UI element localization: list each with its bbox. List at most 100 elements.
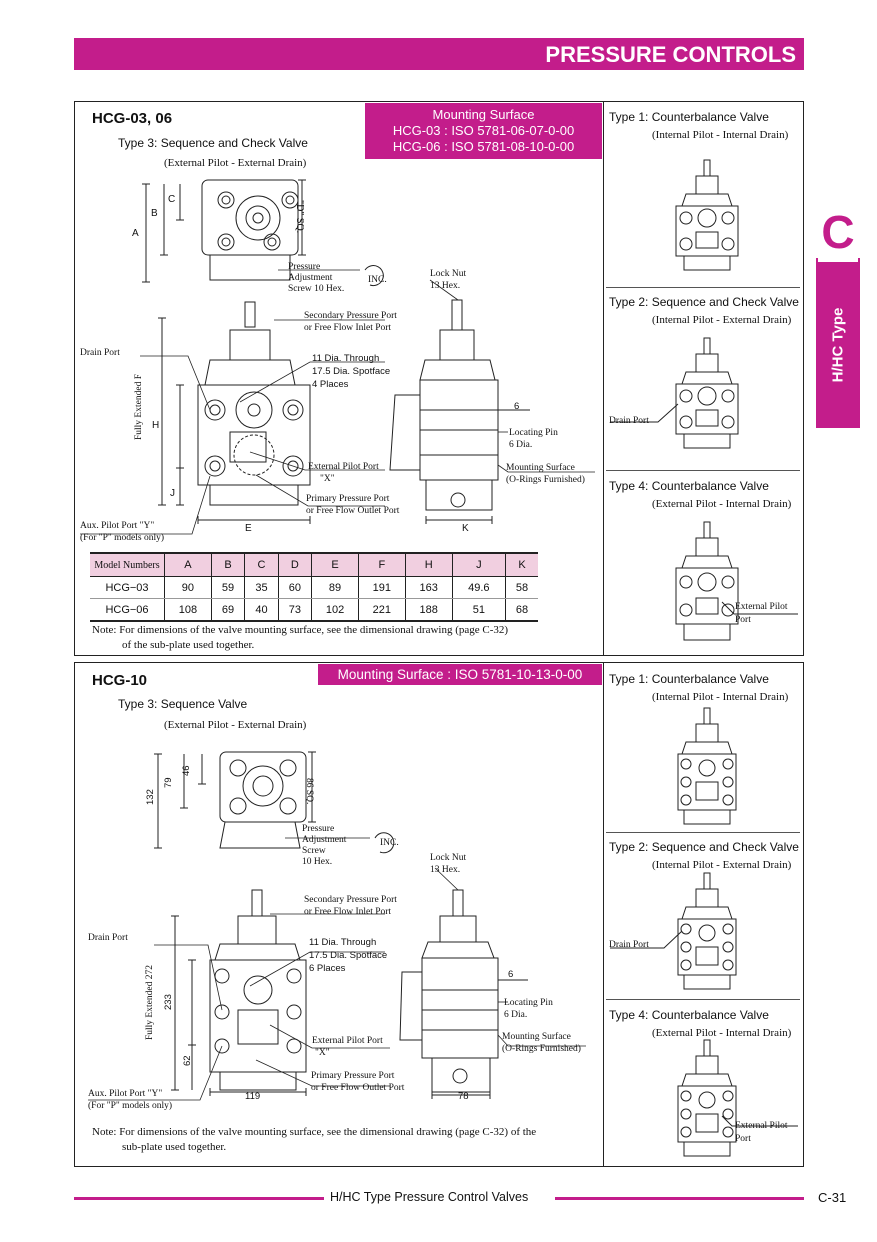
dim-6-label: 6 <box>508 969 514 980</box>
side1-ext-pilot-port: External Pilot <box>735 602 788 612</box>
lock-nut-label: Lock Nut <box>430 853 467 863</box>
side2-type4-title: Type 4: Counterbalance Valve <box>609 1008 769 1022</box>
section2-divider <box>603 662 604 1167</box>
mounting-line-2: HCG-06 : ISO 5781-08-10-0-00 <box>392 139 575 154</box>
section1-mounting-surface: Mounting Surface HCG-03 : ISO 5781-06-07… <box>365 103 602 159</box>
dim-119: 119 <box>245 1091 261 1102</box>
primary-port-label: Primary Pressure Port <box>311 1071 395 1081</box>
mounting-surface-label: Mounting Surface <box>502 1032 571 1042</box>
side-tab-bar <box>818 262 858 428</box>
external-pilot-label: External Pilot Port <box>308 462 379 472</box>
footer-rule-left <box>74 1197 324 1200</box>
aux-pilot-label-2: (For "P" models only) <box>80 533 165 543</box>
side1-type1-valve <box>675 159 739 271</box>
page-number: C-31 <box>818 1190 847 1205</box>
dim-46: 46 <box>181 765 192 776</box>
footer-title: H/HC Type Pressure Control Valves <box>330 1190 529 1204</box>
locating-dia-label: 6 Dia. <box>509 440 533 450</box>
section1-note: Note: For dimensions of the valve mounti… <box>92 624 509 636</box>
cell: 108 <box>164 598 212 622</box>
table-row: HCG−06 108 69 40 73 102 221 188 51 68 <box>90 598 538 622</box>
section2-mounting-surface: Mounting Surface : ISO 5781-10-13-0-00 <box>318 664 602 685</box>
aux-pilot-label: Aux. Pilot Port "Y" <box>80 521 155 531</box>
lock-hex-label: 13 Hex. <box>430 865 461 875</box>
th-K: K <box>505 552 538 577</box>
side2-sep-1 <box>606 832 800 833</box>
secondary-port-label-2: or Free Flow Inlet Port <box>304 907 392 917</box>
side1-sep-1 <box>606 287 800 288</box>
side1-ext-pilot-port-2: Port <box>735 615 751 625</box>
inc-label: INC. <box>380 838 399 848</box>
mounting-surface-label: Mounting Surface <box>506 463 575 473</box>
lock-hex-label: 13 Hex. <box>430 281 461 291</box>
side1-type4-title: Type 4: Counterbalance Valve <box>609 479 769 493</box>
section2-title: HCG-10 <box>92 672 148 689</box>
through-label: 11 Dia. Through <box>309 937 377 948</box>
cell: HCG−06 <box>90 598 165 622</box>
section2-note-2: sub-plate used together. <box>122 1141 227 1153</box>
table-header-row: Model Numbers A B C D E F H J K <box>90 552 538 577</box>
inc-label: INC. <box>368 275 387 285</box>
side-view-body <box>421 957 499 1059</box>
table-row: HCG−03 90 59 35 60 89 191 163 49.6 58 <box>90 576 538 599</box>
primary-port-label-2: or Free Flow Outlet Port <box>311 1083 405 1093</box>
spotface-label: 17.5 Dia. Spotface <box>309 950 388 961</box>
aux-pilot-label: Aux. Pilot Port "Y" <box>88 1089 163 1099</box>
side2-type4-valve <box>677 1039 798 1157</box>
section1-pilot: (External Pilot - External Drain) <box>164 157 307 169</box>
section1-note-2: of the sub-plate used together. <box>122 639 255 651</box>
primary-port-label: Primary Pressure Port <box>306 494 390 504</box>
lock-nut-label: Lock Nut <box>430 269 467 279</box>
cell: 60 <box>277 576 312 599</box>
dim-A: A <box>132 228 139 239</box>
x-port-label: "X" <box>320 474 335 484</box>
dim-6-label: 6 <box>514 401 520 412</box>
dim-86sq: 86 SQ. <box>304 778 314 805</box>
side2-type2-title: Type 2: Sequence and Check Valve <box>609 840 799 854</box>
mounting-line-1: HCG-03 : ISO 5781-06-07-0-00 <box>392 123 575 138</box>
side2-ext-pilot-port-2: Port <box>735 1134 751 1144</box>
side1-type2-valve <box>610 337 739 449</box>
side1-type1-title: Type 1: Counterbalance Valve <box>609 110 769 124</box>
cell: 68 <box>505 598 538 622</box>
dim-H: H <box>152 420 160 431</box>
cell: 221 <box>357 598 406 622</box>
dim-D: "D" SQ. <box>294 200 305 234</box>
side1-type2-pilot: (Internal Pilot - External Drain) <box>652 314 792 326</box>
through-label: 11 Dia. Through <box>312 353 380 364</box>
places-label: 4 Places <box>312 379 349 390</box>
page-header: PRESSURE CONTROLS <box>74 38 804 70</box>
side1-type4-valve <box>675 521 798 641</box>
cell: 49.6 <box>451 576 506 599</box>
section2-note: Note: For dimensions of the valve mounti… <box>92 1126 537 1138</box>
top-view-body <box>219 751 307 823</box>
side1-type1-pilot: (Internal Pilot - Internal Drain) <box>652 129 789 141</box>
drain-port-label: Drain Port <box>80 348 120 358</box>
dim-E: E <box>245 523 252 534</box>
section2-pilot: (External Pilot - External Drain) <box>164 719 307 731</box>
orings-label: (O-Rings Furnished) <box>506 475 585 485</box>
cell: 69 <box>210 598 245 622</box>
th-F: F <box>357 552 406 577</box>
side2-type1-title: Type 1: Counterbalance Valve <box>609 672 769 686</box>
external-pilot-label: External Pilot Port <box>312 1036 383 1046</box>
cell: 73 <box>277 598 312 622</box>
secondary-port-label: Secondary Pressure Port <box>304 895 397 905</box>
side1-drain-port: Drain Port <box>609 416 649 426</box>
side1-type2-title: Type 2: Sequence and Check Valve <box>609 295 799 309</box>
locating-pin-label: Locating Pin <box>504 998 553 1008</box>
side1-type4-pilot: (External Pilot - Internal Drain) <box>652 498 792 510</box>
th-A: A <box>164 552 212 577</box>
cell: HCG−03 <box>90 576 165 599</box>
side2-type2-valve <box>610 872 737 990</box>
dim-C: C <box>168 194 176 205</box>
pressure-adjustment-label: Pressure Adjustment Screw 10 Hex. <box>302 824 347 867</box>
dim-233: 233 <box>163 994 174 1010</box>
dim-79: 79 <box>163 777 174 788</box>
top-view-boss <box>235 195 281 241</box>
section-hcg-03-06 <box>74 101 804 656</box>
fully-extended-label: Fully Extended F <box>134 374 144 440</box>
top-view-body <box>201 179 299 256</box>
pressure-adjustment-label: Pressure Adjustment Screw 10 Hex. <box>288 262 345 294</box>
th-E: E <box>311 552 359 577</box>
